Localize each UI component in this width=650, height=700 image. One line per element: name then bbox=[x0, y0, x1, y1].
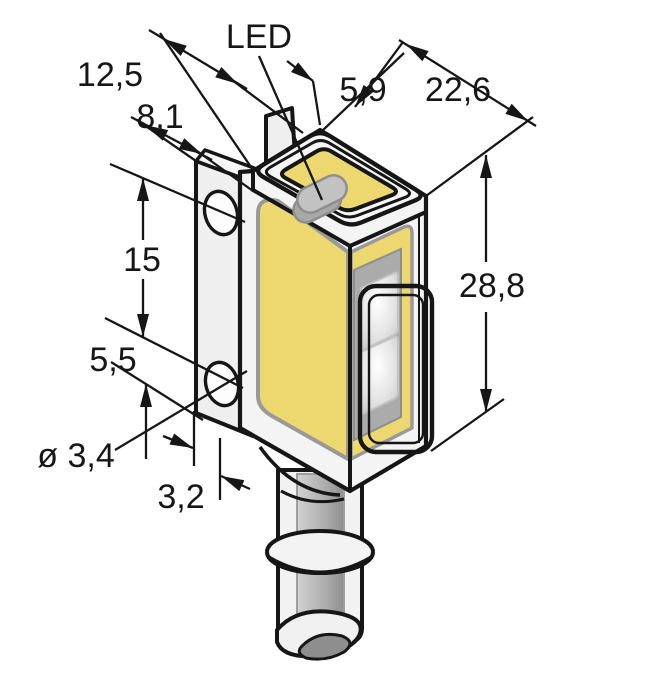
dim-top-width: 12,5 bbox=[77, 29, 304, 171]
dim-label-housing-height: 28,8 bbox=[459, 267, 525, 305]
dim-hole-to-bottom: 5,5 bbox=[89, 341, 204, 459]
cable-ring-lower bbox=[266, 555, 374, 575]
led-top bbox=[296, 174, 348, 214]
dim-housing-height: 28,8 bbox=[425, 116, 534, 452]
led-leader-line bbox=[257, 55, 324, 201]
dim-bracket-thickness: 3,2 bbox=[157, 411, 251, 516]
bracket-hole-top bbox=[202, 189, 240, 237]
cable-break-core bbox=[297, 632, 352, 661]
dim-hole-spacing: 15 bbox=[104, 162, 246, 390]
dim-label-hole-to-bottom: 5,5 bbox=[89, 341, 136, 379]
dim-housing-depth: 22,6 bbox=[321, 38, 537, 132]
led-callout: LED bbox=[226, 18, 324, 201]
dim-label-hole-diameter: ø 3,4 bbox=[37, 437, 114, 475]
dim-label-bracket-width: 8,1 bbox=[136, 98, 183, 136]
dim-label-hole-spacing: 15 bbox=[123, 241, 161, 279]
cable-gland bbox=[265, 468, 375, 661]
dim-bracket-width: 8,1 bbox=[130, 98, 254, 192]
top-bezel bbox=[251, 130, 427, 490]
dim-label-housing-depth: 22,6 bbox=[425, 71, 491, 109]
mounting-clip-outer bbox=[357, 283, 435, 455]
dim-label-bracket-thickness: 3,2 bbox=[157, 478, 204, 516]
bezel-inner-line bbox=[264, 139, 412, 219]
mounting-clip-inner bbox=[367, 293, 425, 445]
led-label: LED bbox=[226, 18, 292, 56]
dim-led-window: 5,9 bbox=[286, 41, 404, 126]
dim-label-top-width: 12,5 bbox=[77, 56, 143, 94]
housing-taper-curve bbox=[258, 445, 341, 497]
housing-taper-curve-2 bbox=[280, 489, 345, 504]
dim-hole-diameter: ø 3,4 bbox=[37, 370, 248, 475]
led-indicator bbox=[292, 174, 348, 224]
mounting-clip bbox=[357, 283, 435, 455]
